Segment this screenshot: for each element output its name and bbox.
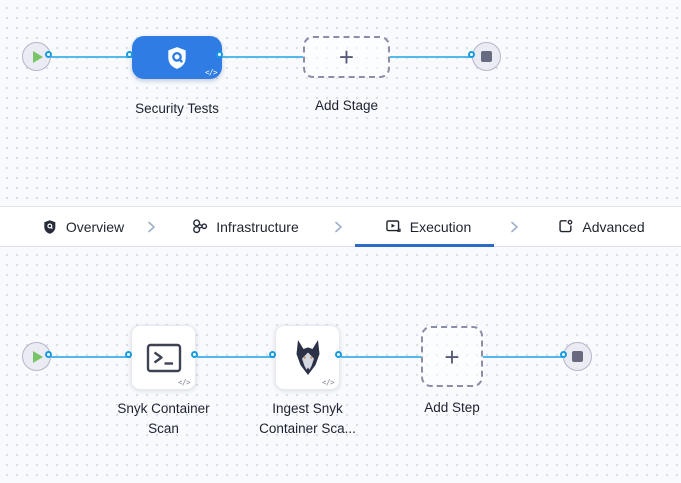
step-label-line: Scan — [148, 421, 179, 436]
add-stage-label: Add Stage — [314, 98, 379, 113]
connector-dot — [45, 351, 52, 358]
connector-dot — [126, 51, 133, 58]
template-code-icon: </> — [321, 378, 335, 387]
connector-dot — [468, 51, 475, 58]
step-node-snyk-container-scan[interactable]: </> — [131, 325, 196, 390]
stage-tab-bar: Overview Infrastructure Execution — [0, 206, 681, 247]
stop-icon — [481, 51, 492, 62]
step-label: Ingest Snyk Container Sca... — [247, 399, 368, 439]
plus-icon: + — [338, 42, 355, 72]
play-icon — [33, 50, 43, 63]
execution-canvas: </> Snyk Container Scan </> Ingest Snyk … — [0, 247, 681, 483]
steps-end-node — [563, 342, 592, 371]
stage-label: Security Tests — [135, 101, 219, 116]
edge-start-to-step1 — [51, 356, 131, 358]
edge-stage-to-addstage — [222, 56, 303, 58]
tab-label: Advanced — [582, 218, 645, 235]
edge-step2-to-addstep — [341, 356, 421, 358]
step-label-line: Ingest Snyk — [272, 401, 343, 416]
nodes-icon — [193, 219, 208, 234]
connector-dot — [335, 351, 342, 358]
connector-dot — [191, 351, 198, 358]
snyk-doberman-icon — [296, 339, 319, 375]
active-tab-indicator — [355, 244, 494, 247]
file-gear-icon — [559, 219, 573, 233]
chevron-right-icon — [330, 207, 346, 246]
add-step-button[interactable]: + — [421, 326, 483, 387]
tab-label: Overview — [65, 218, 125, 235]
step-node-ingest-snyk[interactable]: </> — [275, 325, 340, 390]
step-label-line: Container Sca... — [259, 421, 356, 436]
tab-overview[interactable]: Overview — [42, 207, 124, 246]
chevron-right-icon — [143, 207, 159, 246]
add-stage-button[interactable]: + — [303, 36, 390, 78]
tab-execution[interactable]: Execution — [385, 207, 471, 246]
edge-addstage-to-end — [390, 56, 474, 58]
tab-infrastructure[interactable]: Infrastructure — [191, 207, 299, 246]
play-icon — [33, 350, 43, 363]
pipeline-end-node — [472, 42, 501, 71]
stage-node-security-tests[interactable]: </> — [132, 36, 222, 79]
connector-dot — [45, 51, 52, 58]
add-step-label: Add Step — [424, 400, 480, 415]
tab-label: Infrastructure — [216, 218, 299, 235]
edge-start-to-stage — [51, 56, 132, 58]
connector-dot — [560, 351, 567, 358]
terminal-icon — [146, 343, 181, 372]
chevron-right-icon — [506, 207, 522, 246]
connector-dot — [269, 351, 276, 358]
template-code-icon: </> — [204, 68, 218, 77]
stage-canvas: </> Security Tests + Add Stage — [0, 0, 681, 206]
template-code-icon: </> — [177, 378, 191, 387]
tab-label: Execution — [409, 218, 472, 235]
edge-addstep-to-end — [483, 356, 566, 358]
stop-icon — [572, 351, 583, 362]
edge-step1-to-step2 — [197, 356, 275, 358]
step-label: Snyk Container Scan — [103, 399, 224, 439]
tab-advanced[interactable]: Advanced — [557, 207, 645, 246]
connector-dot — [216, 51, 223, 58]
connector-dot — [125, 351, 132, 358]
plus-icon: + — [444, 341, 460, 372]
play-box-icon — [386, 220, 401, 232]
step-label-line: Snyk Container — [117, 401, 210, 416]
security-shield-icon — [168, 46, 186, 69]
shield-icon — [44, 219, 56, 234]
